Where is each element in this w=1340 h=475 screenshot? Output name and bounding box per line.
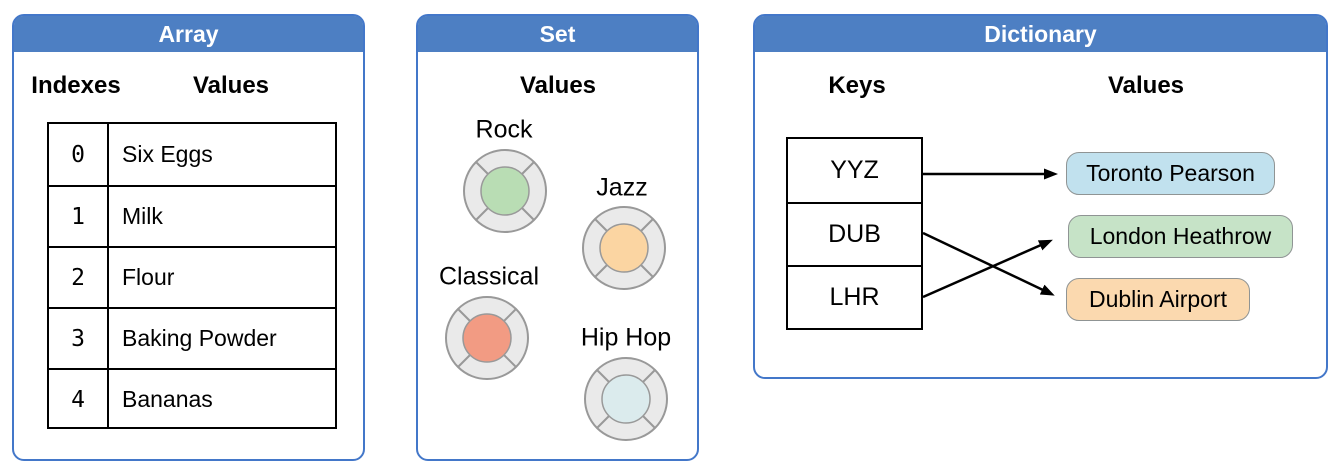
array-row: 4 Bananas (49, 368, 335, 429)
array-value-cell: Six Eggs (122, 141, 213, 167)
array-value-cell: Flour (122, 264, 175, 290)
array-value-cell: Bananas (122, 386, 213, 412)
disc-center (599, 223, 649, 273)
array-index-cell: 4 (49, 370, 109, 429)
dictionary-value-pill: Toronto Pearson (1066, 152, 1275, 195)
array-col-header-indexes: Indexes (31, 72, 121, 99)
array-row: 2 Flour (49, 246, 335, 307)
array-value-cell: Milk (122, 203, 163, 229)
set-panel: Set Values Rock Jazz Classical (416, 14, 699, 461)
array-table: 0 Six Eggs 1 Milk 2 Flour 3 Baking Powde… (47, 122, 337, 429)
array-index-cell: 1 (49, 187, 109, 246)
array-index-cell: 0 (49, 124, 109, 185)
set-item-label: Jazz (596, 173, 648, 202)
dictionary-value-pill: London Heathrow (1068, 215, 1293, 258)
disc-center (462, 313, 512, 363)
array-col-header-values: Values (192, 72, 270, 99)
dictionary-keys-table: YYZ DUB LHR (786, 137, 923, 330)
set-panel-title: Set (539, 20, 576, 47)
disc-center (480, 166, 530, 216)
set-item-label: Hip Hop (580, 323, 672, 352)
arrow-lhr-to-london (922, 239, 1053, 299)
array-row: 0 Six Eggs (49, 124, 335, 185)
dictionary-key-cell: DUB (788, 202, 921, 265)
array-row: 3 Baking Powder (49, 307, 335, 368)
dictionary-key-cell: YYZ (830, 156, 879, 184)
disc-center (601, 374, 651, 424)
array-panel: Array Indexes Values 0 Six Eggs 1 Milk 2… (12, 14, 365, 461)
dictionary-value-pill: Dublin Airport (1066, 278, 1250, 321)
dictionary-key-cell: LHR (788, 265, 921, 328)
arrow-dub-to-dublin (922, 231, 1055, 296)
disc-icon (463, 149, 547, 233)
dictionary-panel: Dictionary Keys Values YYZ DUB LHR Toron… (753, 14, 1328, 379)
set-item-label: Classical (438, 262, 540, 291)
set-panel-header: Set (418, 16, 697, 52)
set-item-label: Rock (475, 115, 533, 144)
dictionary-col-header-keys: Keys (828, 72, 886, 99)
dictionary-panel-title: Dictionary (984, 20, 1097, 47)
disc-icon (445, 296, 529, 380)
dictionary-panel-header: Dictionary (755, 16, 1326, 52)
array-index-cell: 3 (49, 309, 109, 368)
disc-icon (582, 206, 666, 290)
disc-icon (584, 357, 668, 441)
set-col-header-values: Values (519, 72, 597, 99)
array-row: 1 Milk (49, 185, 335, 246)
dictionary-col-header-values: Values (1107, 72, 1185, 99)
array-value-cell: Baking Powder (122, 325, 277, 351)
array-panel-title: Array (158, 20, 219, 47)
array-panel-header: Array (14, 16, 363, 52)
array-index-cell: 2 (49, 248, 109, 307)
